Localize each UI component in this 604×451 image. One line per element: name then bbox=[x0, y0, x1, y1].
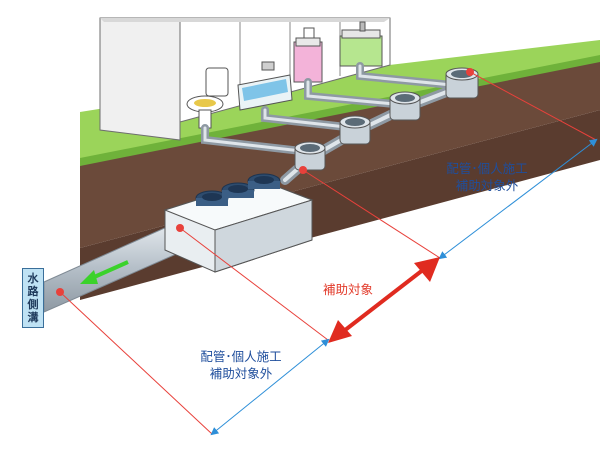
septic-tank bbox=[163, 173, 314, 273]
label-line: 補助対象外 bbox=[209, 366, 273, 381]
toilet-icon bbox=[186, 67, 229, 129]
dimension-arrow-bottom bbox=[210, 338, 330, 436]
ditch-char: 側 bbox=[27, 298, 39, 311]
label-line: 補助対象 bbox=[322, 282, 373, 297]
label-outside-top: 配管･個人施工 補助対象外 bbox=[432, 160, 542, 194]
washing-machine-icon bbox=[293, 27, 323, 83]
dimension-arrow-top bbox=[438, 138, 598, 260]
marker-dot bbox=[466, 68, 474, 76]
ditch-char: 路 bbox=[27, 285, 39, 298]
ditch-char: 水 bbox=[27, 272, 39, 285]
basin bbox=[389, 91, 421, 121]
marker-dot bbox=[56, 288, 64, 296]
bathtub-icon bbox=[237, 61, 293, 111]
label-subsidy-target: 補助対象 bbox=[308, 281, 388, 298]
label-line: 配管･個人施工 bbox=[446, 161, 528, 176]
basin bbox=[339, 115, 371, 145]
flow-arrow-icon bbox=[80, 260, 129, 284]
marker-dot bbox=[176, 224, 184, 232]
basin bbox=[294, 141, 326, 171]
label-line: 補助対象外 bbox=[455, 178, 519, 193]
ditch-label-box: 水 路 側 溝 bbox=[22, 268, 44, 328]
dimension-lines-red bbox=[59, 71, 597, 435]
marker-dot bbox=[299, 166, 307, 174]
label-line: 配管･個人施工 bbox=[200, 349, 282, 364]
sink-icon bbox=[339, 21, 383, 67]
subsidy-range-arrow bbox=[328, 257, 440, 343]
inspection-basins bbox=[294, 67, 479, 171]
label-outside-bottom: 配管･個人施工 補助対象外 bbox=[186, 348, 296, 382]
ditch-char: 溝 bbox=[27, 311, 39, 324]
